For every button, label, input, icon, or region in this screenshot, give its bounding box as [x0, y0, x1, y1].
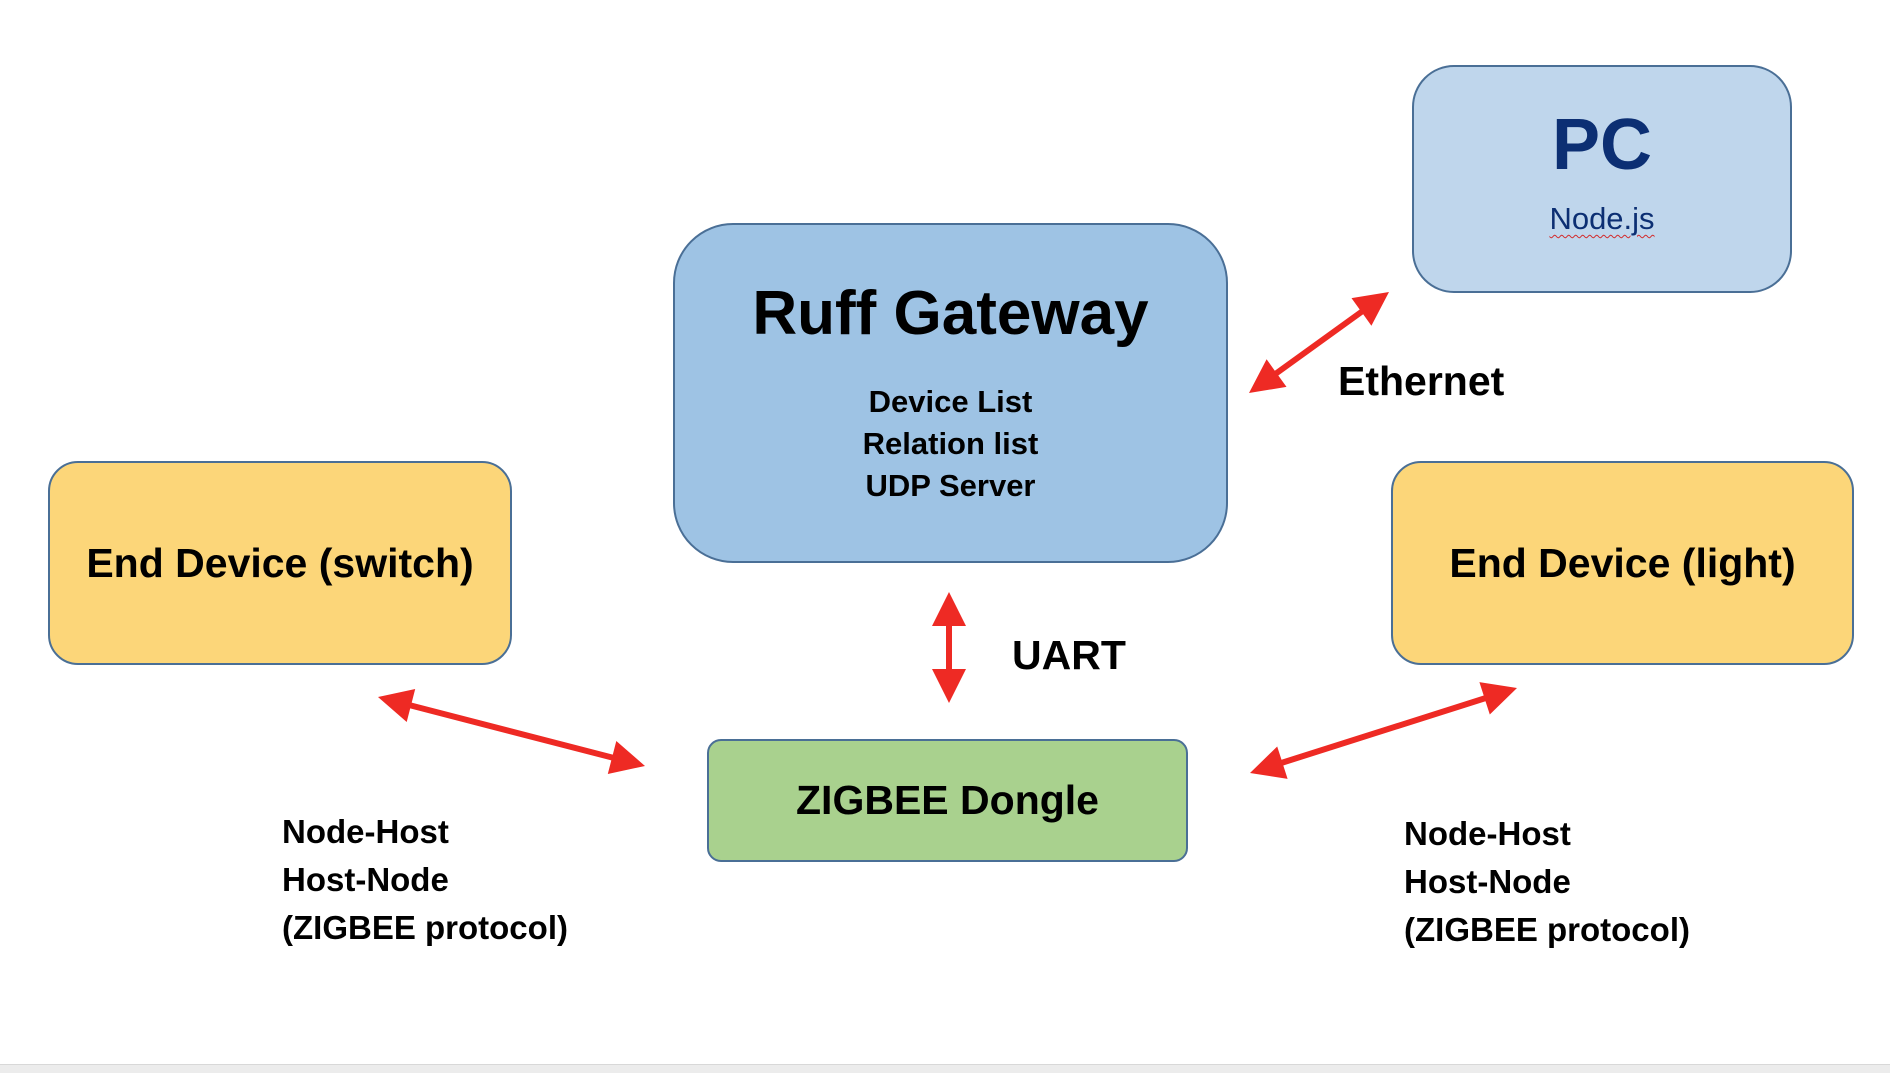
end-device-light-node: End Device (light): [1391, 461, 1854, 665]
zigbee-dongle-node: ZIGBEE Dongle: [707, 739, 1188, 862]
protocol-line-zigbee: (ZIGBEE protocol): [282, 909, 568, 946]
ethernet-arrow: [1249, 292, 1389, 393]
end-device-light-label: End Device (light): [1449, 539, 1796, 586]
gateway-title: Ruff Gateway: [752, 279, 1149, 348]
ethernet-label: Ethernet: [1338, 358, 1505, 404]
gateway-feature-list: Device List Relation list UDP Server: [863, 381, 1039, 507]
protocol-line-zigbee: (ZIGBEE protocol): [1404, 911, 1690, 948]
ruff-gateway-node: Ruff Gateway Device List Relation list U…: [673, 223, 1228, 563]
gateway-feature-udp-server: UDP Server: [865, 468, 1036, 503]
zigbee-dongle-label: ZIGBEE Dongle: [796, 777, 1099, 823]
zigbee-left-arrow: [378, 689, 645, 774]
protocol-line-host-node: Host-Node: [282, 861, 449, 898]
protocol-line-node-host: Node-Host: [282, 813, 449, 850]
arrow-layer: [378, 292, 1517, 779]
zigbee-protocol-label-left: Node-Host Host-Node (ZIGBEE protocol): [282, 808, 568, 952]
pc-subtitle: Node.js: [1549, 201, 1655, 236]
uart-arrow: [932, 592, 966, 703]
pc-title: PC: [1551, 105, 1653, 185]
pc-node: PC Node.js: [1412, 65, 1792, 293]
uart-label: UART: [1012, 632, 1126, 678]
protocol-line-node-host: Node-Host: [1404, 815, 1571, 852]
zigbee-protocol-label-right: Node-Host Host-Node (ZIGBEE protocol): [1404, 810, 1690, 954]
gateway-feature-device-list: Device List: [868, 384, 1033, 419]
protocol-line-host-node: Host-Node: [1404, 863, 1571, 900]
gateway-feature-relation-list: Relation list: [862, 426, 1039, 461]
zigbee-right-arrow: [1250, 682, 1517, 779]
window-bottom-edge: [0, 1064, 1890, 1073]
end-device-switch-label: End Device (switch): [86, 539, 474, 586]
end-device-switch-node: End Device (switch): [48, 461, 512, 665]
